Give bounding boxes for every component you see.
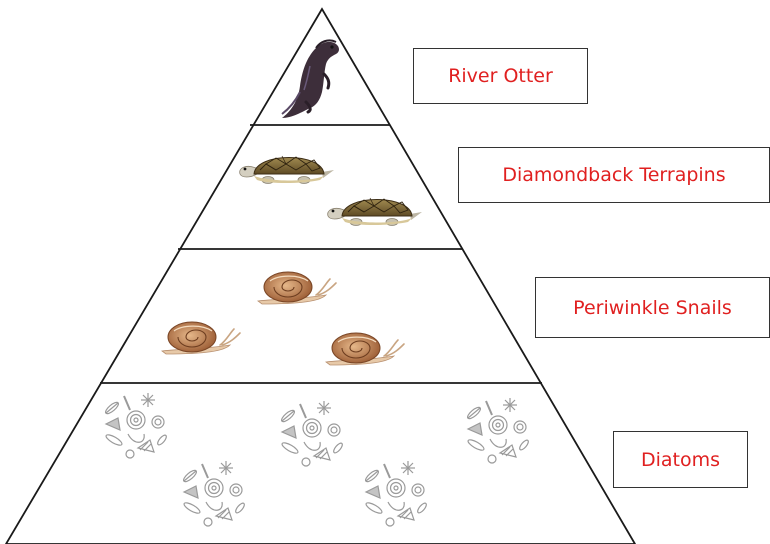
diatom-image	[280, 401, 344, 466]
diatom-image	[182, 461, 246, 526]
diatom-image	[104, 393, 168, 458]
terrapin-image	[240, 156, 334, 184]
label-diatoms: Diatoms	[613, 431, 748, 488]
snail-image	[258, 272, 336, 304]
label-periwinkle-snails: Periwinkle Snails	[535, 277, 770, 338]
label-diamondback-terrapins: Diamondback Terrapins	[458, 147, 770, 203]
otter-image	[282, 40, 339, 118]
label-river-otter: River Otter	[413, 48, 588, 104]
diatom-image	[364, 461, 428, 526]
snail-image	[162, 322, 240, 354]
snail-image	[326, 333, 404, 365]
diatom-image	[466, 398, 530, 463]
terrapin-image	[328, 198, 422, 226]
